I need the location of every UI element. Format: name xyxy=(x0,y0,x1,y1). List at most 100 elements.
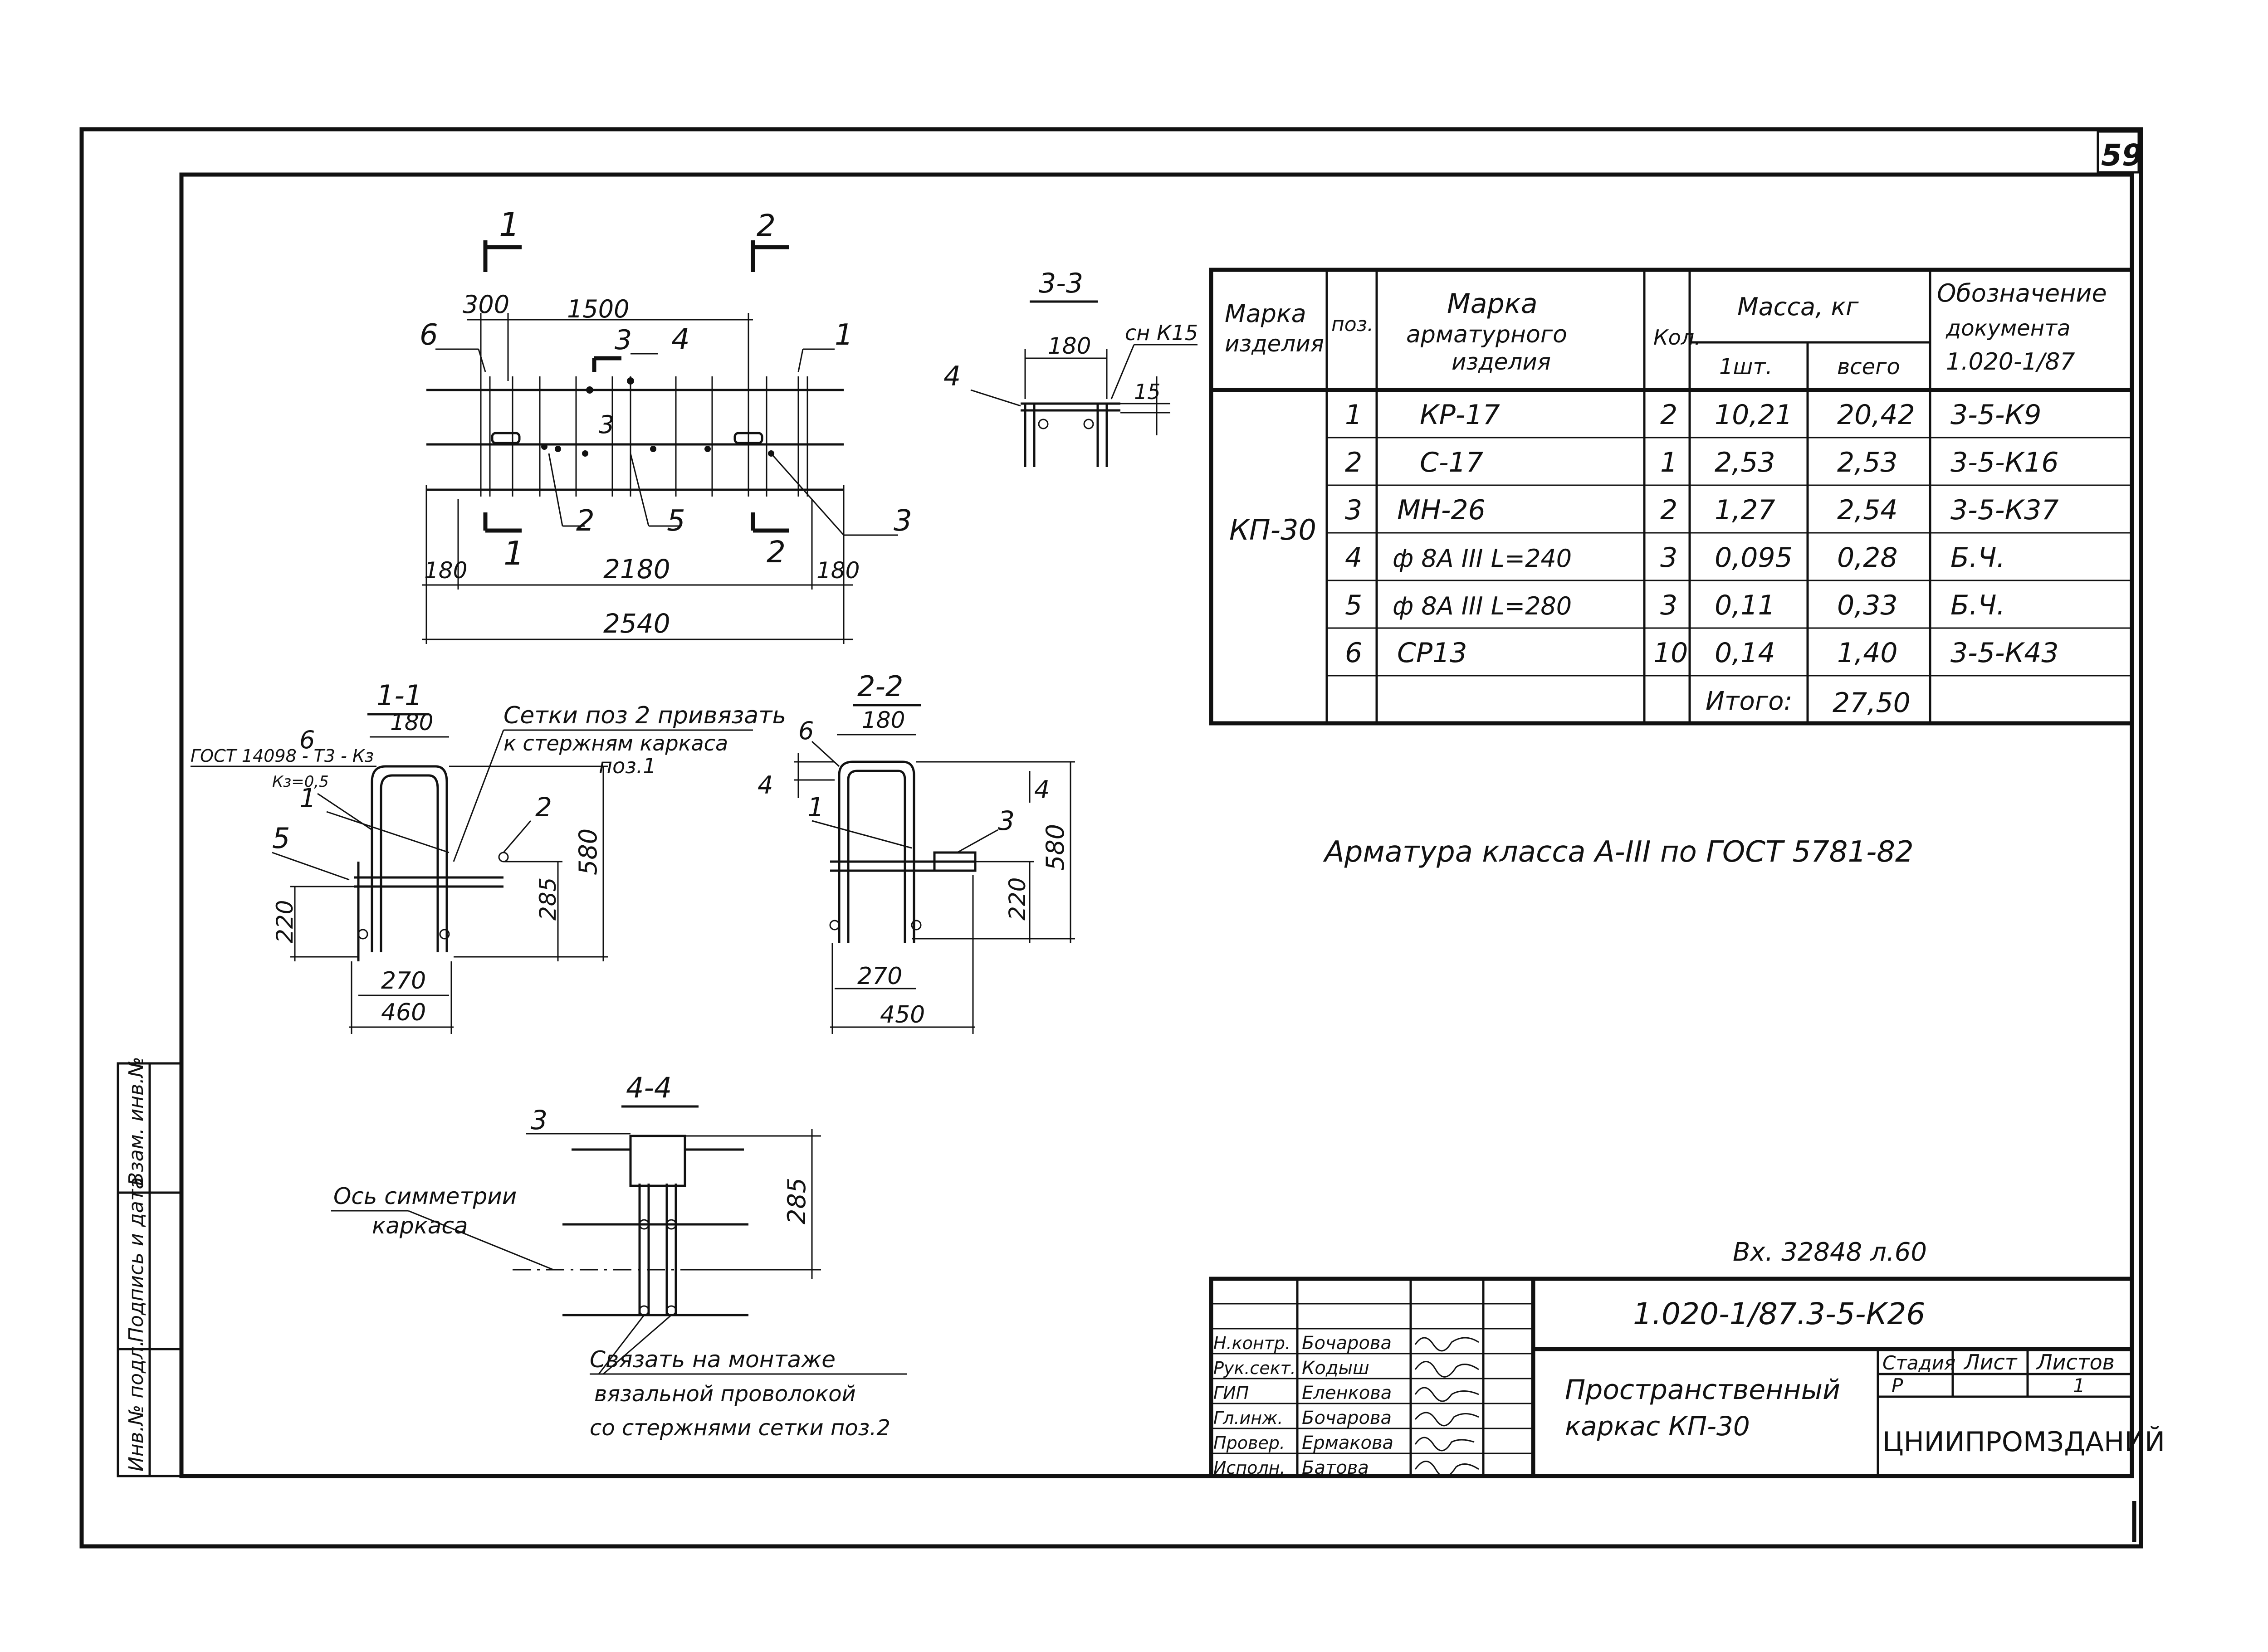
row-doc: 3-5-К9 xyxy=(1950,399,2041,431)
row-pos: 3 xyxy=(1345,494,1362,526)
section-4-4-label: 4-4 xyxy=(626,1071,672,1104)
hdr-doc-3: 1.020-1/87 xyxy=(1946,348,2075,375)
hdr-reinf-1: Марка xyxy=(1447,288,1538,320)
side-stamp-replace: Взам. инв.№ xyxy=(125,1057,148,1186)
signatures xyxy=(1414,1337,1479,1477)
spec-row-3: 3 МН-26 2 1,27 2,54 3-5-К37 xyxy=(1345,494,2059,526)
hdr-reinf-3: изделия xyxy=(1452,349,1551,375)
cut-marks: 1 2 1 2 3 3 xyxy=(483,205,789,572)
s11-dim-285: 285 xyxy=(535,877,561,921)
sheet-label: Лист xyxy=(1963,1350,2018,1374)
hdr-pos: поз. xyxy=(1331,313,1374,336)
title-line-2: каркас КП-30 xyxy=(1565,1411,1750,1442)
inventory-stamp: Вх. 32848 л.60 xyxy=(1733,1238,1927,1267)
row-doc: 3-5-К37 xyxy=(1950,494,2059,526)
s11-note-3: поз.1 xyxy=(599,754,656,778)
organization: ЦНИИПРОМЗДАНИЙ xyxy=(1882,1425,2165,1458)
s11-dim-180: 180 xyxy=(390,709,433,736)
row-one: 0,14 xyxy=(1715,637,1775,669)
s22-dim-450: 450 xyxy=(880,1001,925,1028)
hdr-mass-total: всего xyxy=(1837,354,1900,380)
s11-pos-6: 6 xyxy=(299,726,315,754)
side-stamp-inv: Инв.№ подл. xyxy=(125,1340,148,1472)
s44-axis-1: Ось симметрии xyxy=(333,1183,517,1209)
row-doc: 3-5-К43 xyxy=(1950,637,2059,669)
frame-elevation: 1 2 1 2 3 3 300 1500 180 2180 xyxy=(420,205,912,644)
role: Гл.инж. xyxy=(1213,1408,1283,1428)
s11-pos-5: 5 xyxy=(272,822,290,855)
row-mark: ф 8А III L=280 xyxy=(1393,592,1572,620)
hdr-mark-2: изделия xyxy=(1225,331,1324,357)
section-2-2-label: 2-2 xyxy=(857,670,903,703)
s11-pos-1: 1 xyxy=(299,783,316,814)
cut-3-lower: 3 xyxy=(599,410,614,439)
section-4-4: 4-4 285 3 Ось симметрии каркаса Связать … xyxy=(331,1071,907,1441)
row-mark: СР13 xyxy=(1397,637,1467,669)
s44-dim-285: 285 xyxy=(782,1178,811,1224)
doc-code: 1.020-1/87.3-5-К26 xyxy=(1633,1296,1925,1331)
title-block-roles: Н.контр. Рук.сект. ГИП Гл.инж. Провер. И… xyxy=(1213,1333,1296,1478)
side-stamp: Инв.№ подл. Подпись и дата Взам. инв.№ xyxy=(117,1057,183,1477)
row-qty: 2 xyxy=(1660,494,1677,526)
row-one: 0,11 xyxy=(1715,590,1775,621)
row-doc: Б.Ч. xyxy=(1950,542,2005,574)
dim-1500: 1500 xyxy=(567,295,629,323)
person-name: Кодыш xyxy=(1302,1358,1369,1379)
s33-dim-15: 15 xyxy=(1134,380,1161,404)
spec-row-6: 6 СР13 10 0,14 1,40 3-5-К43 xyxy=(1345,637,2059,669)
row-pos: 1 xyxy=(1345,399,1362,431)
section-3-3-label: 3-3 xyxy=(1039,268,1083,299)
s44-note-1: Связать на монтаже xyxy=(590,1346,836,1373)
row-qty: 3 xyxy=(1660,590,1677,621)
row-pos: 4 xyxy=(1345,542,1362,574)
person-name: Бочарова xyxy=(1302,1333,1392,1354)
person-name: Ермакова xyxy=(1302,1433,1393,1453)
hdr-qty: Кол. xyxy=(1653,325,1701,350)
s22-pos-6: 6 xyxy=(798,716,814,745)
hdr-mass-one: 1шт. xyxy=(1719,354,1773,380)
row-qty: 10 xyxy=(1653,637,1688,669)
role: Провер. xyxy=(1213,1433,1285,1453)
elevation-weld-points xyxy=(541,377,774,457)
section-2-2: 2-2 180 580 220 4 4 270 450 6 1 xyxy=(758,670,1075,1034)
row-one: 10,21 xyxy=(1715,399,1793,431)
s22-dim-180: 180 xyxy=(862,707,905,733)
cut-1-bottom: 1 xyxy=(503,534,524,572)
s22-dim-220: 220 xyxy=(1004,877,1031,921)
row-pos: 6 xyxy=(1345,637,1362,669)
dim-180-right: 180 xyxy=(816,557,860,584)
s33-dim-180: 180 xyxy=(1048,333,1091,359)
row-one: 2,53 xyxy=(1715,447,1775,478)
s33-note: сн К15 xyxy=(1125,321,1198,345)
row-pos: 5 xyxy=(1345,590,1362,621)
row-qty: 3 xyxy=(1660,542,1677,574)
cut-2-bottom: 2 xyxy=(767,535,786,570)
person-name: Батова xyxy=(1302,1457,1369,1478)
section-1-1: 1-1 180 580 285 220 270 460 Сетки поз xyxy=(191,679,786,1034)
row-doc: Б.Ч. xyxy=(1950,590,2005,621)
spec-row-5: 5 ф 8А III L=280 3 0,11 0,33 Б.Ч. xyxy=(1345,590,2005,621)
hdr-mass: Масса, кг xyxy=(1737,292,1859,321)
hdr-mark-1: Марка xyxy=(1225,299,1306,328)
dim-2540: 2540 xyxy=(603,608,670,639)
armature-note: Арматура класса A-III по ГОСТ 5781-82 xyxy=(1323,835,1914,869)
s22-dim-580: 580 xyxy=(1041,824,1070,871)
s22-pos-3: 3 xyxy=(998,805,1015,836)
hdr-reinf-2: арматурного xyxy=(1406,321,1567,348)
sheets-label: Листов xyxy=(2036,1350,2115,1374)
s11-dim-460: 460 xyxy=(381,999,426,1026)
s11-dim-580: 580 xyxy=(574,828,602,875)
spec-row-2: 2 С-17 1 2,53 2,53 3-5-К16 xyxy=(1345,447,2059,478)
s11-dim-220: 220 xyxy=(272,900,298,943)
s11-gost-sub: Кз=0,5 xyxy=(272,773,329,791)
elev-pos-4: 4 xyxy=(671,323,690,356)
title-block-names: Бочарова Кодыш Еленкова Бочарова Ермаков… xyxy=(1302,1333,1393,1478)
role: Н.контр. xyxy=(1213,1333,1290,1353)
row-total: 2,54 xyxy=(1837,494,1898,526)
spec-table: Марка изделия поз. Марка арматурного изд… xyxy=(1209,268,2134,726)
row-qty: 2 xyxy=(1660,399,1677,431)
s44-pos-3: 3 xyxy=(531,1105,547,1135)
hdr-doc-2: документа xyxy=(1945,316,2070,341)
role: Рук.сект. xyxy=(1213,1358,1296,1378)
